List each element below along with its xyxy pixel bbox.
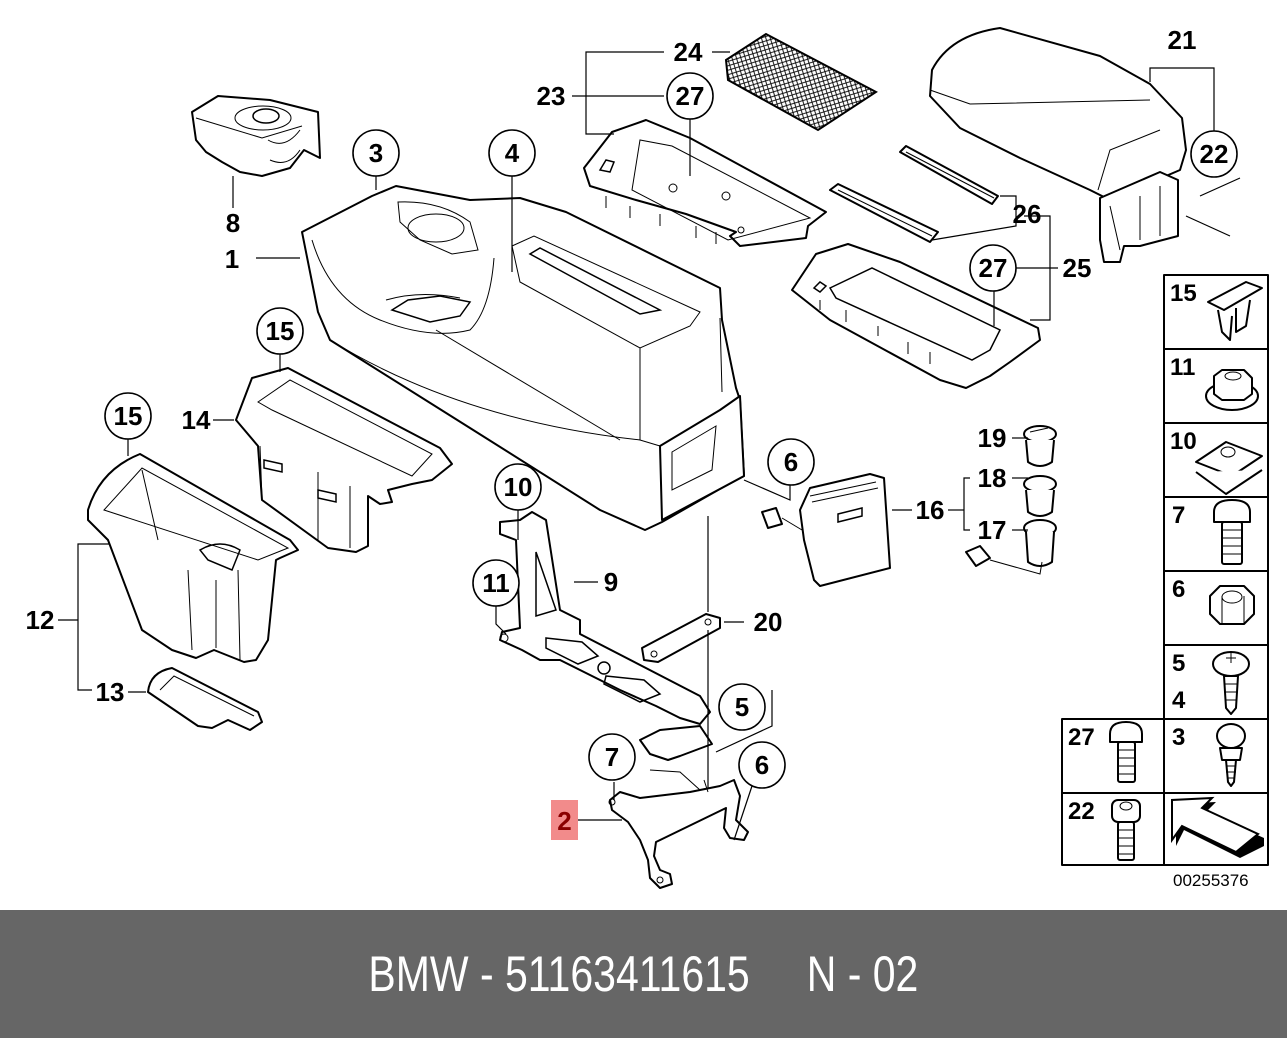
exploded-view: 1 8 2 3 4 5 6 6 7 10 11 15 15 22 27 27 9… [26, 25, 1269, 890]
svg-text:22: 22 [1200, 139, 1229, 169]
svg-text:27: 27 [979, 253, 1008, 283]
callout-4[interactable]: 4 [488, 129, 536, 177]
legend-number-6: 6 [1172, 576, 1185, 603]
fastener-legend: 15 11 10 7 6 5 4 27 3 22 [1061, 274, 1269, 890]
callout-25[interactable]: 25 [1063, 253, 1092, 283]
svg-text:4: 4 [505, 138, 520, 168]
spring-nut-icon [1195, 441, 1263, 495]
clip-icon [1207, 281, 1263, 341]
washer-screw-icon [1212, 651, 1250, 715]
callout-5[interactable]: 5 [718, 683, 766, 731]
callout-10[interactable]: 10 [494, 463, 542, 511]
callout-6-bottom[interactable]: 6 [738, 741, 786, 789]
part-25-tray [791, 243, 1041, 389]
callout-19[interactable]: 19 [978, 423, 1007, 453]
callout-15-b[interactable]: 15 [104, 392, 152, 440]
svg-text:10: 10 [504, 472, 533, 502]
callout-2[interactable]: 2 [557, 806, 571, 836]
callouts: 1 8 2 3 4 5 6 6 7 10 11 15 15 22 27 27 9… [26, 25, 1238, 840]
collar-screw-icon [1216, 723, 1246, 787]
svg-text:6: 6 [755, 750, 769, 780]
part-16-ashtray [761, 473, 912, 587]
part-26-strips [829, 145, 999, 243]
part-20-plate [641, 516, 744, 790]
part-13-mat [128, 667, 263, 731]
part-number-caption: BMW - 51163411615 N - 02 [368, 946, 919, 1002]
svg-text:6: 6 [784, 447, 798, 477]
legend-cell-3[interactable] [1163, 718, 1269, 794]
svg-text:15: 15 [114, 401, 143, 431]
legend-number-11: 11 [1170, 354, 1195, 381]
svg-text:5: 5 [735, 692, 749, 722]
part-12-storage-box [58, 453, 299, 691]
legend-number-4: 4 [1172, 687, 1186, 714]
direction-arrow-icon [1171, 796, 1264, 858]
callout-23[interactable]: 23 [537, 81, 566, 111]
callout-6-top[interactable]: 6 [767, 438, 815, 486]
part-2-bracket [578, 769, 749, 889]
callout-7[interactable]: 7 [588, 733, 636, 781]
part-14-storage-box [213, 367, 453, 553]
callout-8[interactable]: 8 [226, 208, 240, 238]
callout-26[interactable]: 26 [1013, 199, 1042, 229]
legend-number-3: 3 [1172, 724, 1185, 751]
callout-20[interactable]: 20 [754, 607, 783, 637]
callout-27-b[interactable]: 27 [969, 244, 1017, 292]
svg-text:11: 11 [482, 568, 510, 598]
callout-3[interactable]: 3 [352, 129, 400, 177]
callout-18[interactable]: 18 [978, 463, 1007, 493]
callout-13[interactable]: 13 [96, 677, 125, 707]
legend-number-22: 22 [1068, 798, 1095, 825]
callout-27-a[interactable]: 27 [666, 72, 714, 120]
callout-21[interactable]: 21 [1168, 25, 1197, 55]
callout-16[interactable]: 16 [916, 495, 945, 525]
callout-22[interactable]: 22 [1190, 130, 1238, 178]
callout-12[interactable]: 12 [26, 605, 55, 635]
legend-number-7: 7 [1172, 502, 1185, 529]
callout-15-a[interactable]: 15 [256, 307, 304, 355]
callout-11[interactable]: 11 [472, 559, 520, 607]
part-9-bracket [499, 511, 713, 761]
leader-lines [127, 51, 1241, 841]
part-23-tray-cover [583, 118, 827, 247]
callout-1[interactable]: 1 [225, 244, 239, 274]
callout-17[interactable]: 17 [978, 515, 1007, 545]
legend-number-5: 5 [1172, 650, 1185, 677]
svg-text:15: 15 [266, 316, 295, 346]
callout-24[interactable]: 24 [674, 37, 703, 67]
socket-cap-screw-icon [1111, 799, 1141, 861]
part-8-switch-housing [191, 95, 321, 208]
svg-text:7: 7 [605, 742, 619, 772]
torx-bolt-icon [1213, 499, 1251, 565]
part-24-mat [724, 32, 878, 132]
hex-nut-icon [1209, 585, 1255, 625]
legend-number-15: 15 [1170, 280, 1197, 307]
drawing-number: 00255376 [1173, 871, 1249, 890]
part-1-center-console [256, 185, 745, 531]
svg-text:27: 27 [676, 81, 705, 111]
legend-number-10: 10 [1170, 428, 1197, 455]
parts-17-19-lighter [948, 425, 1057, 575]
parts-diagram: 1 8 2 3 4 5 6 6 7 10 11 15 15 22 27 27 9… [26, 25, 1269, 890]
legend-number-27: 27 [1068, 724, 1095, 751]
torx-bolt-icon [1109, 721, 1143, 783]
part-21-armrest [929, 27, 1187, 263]
footer-banner: BMW - 51163411615 N - 02 [0, 910, 1287, 1038]
callout-9[interactable]: 9 [604, 567, 618, 597]
svg-text:3: 3 [369, 138, 383, 168]
callout-14[interactable]: 14 [182, 405, 211, 435]
flange-nut-icon [1205, 369, 1259, 411]
highlight-box-2 [551, 800, 578, 840]
